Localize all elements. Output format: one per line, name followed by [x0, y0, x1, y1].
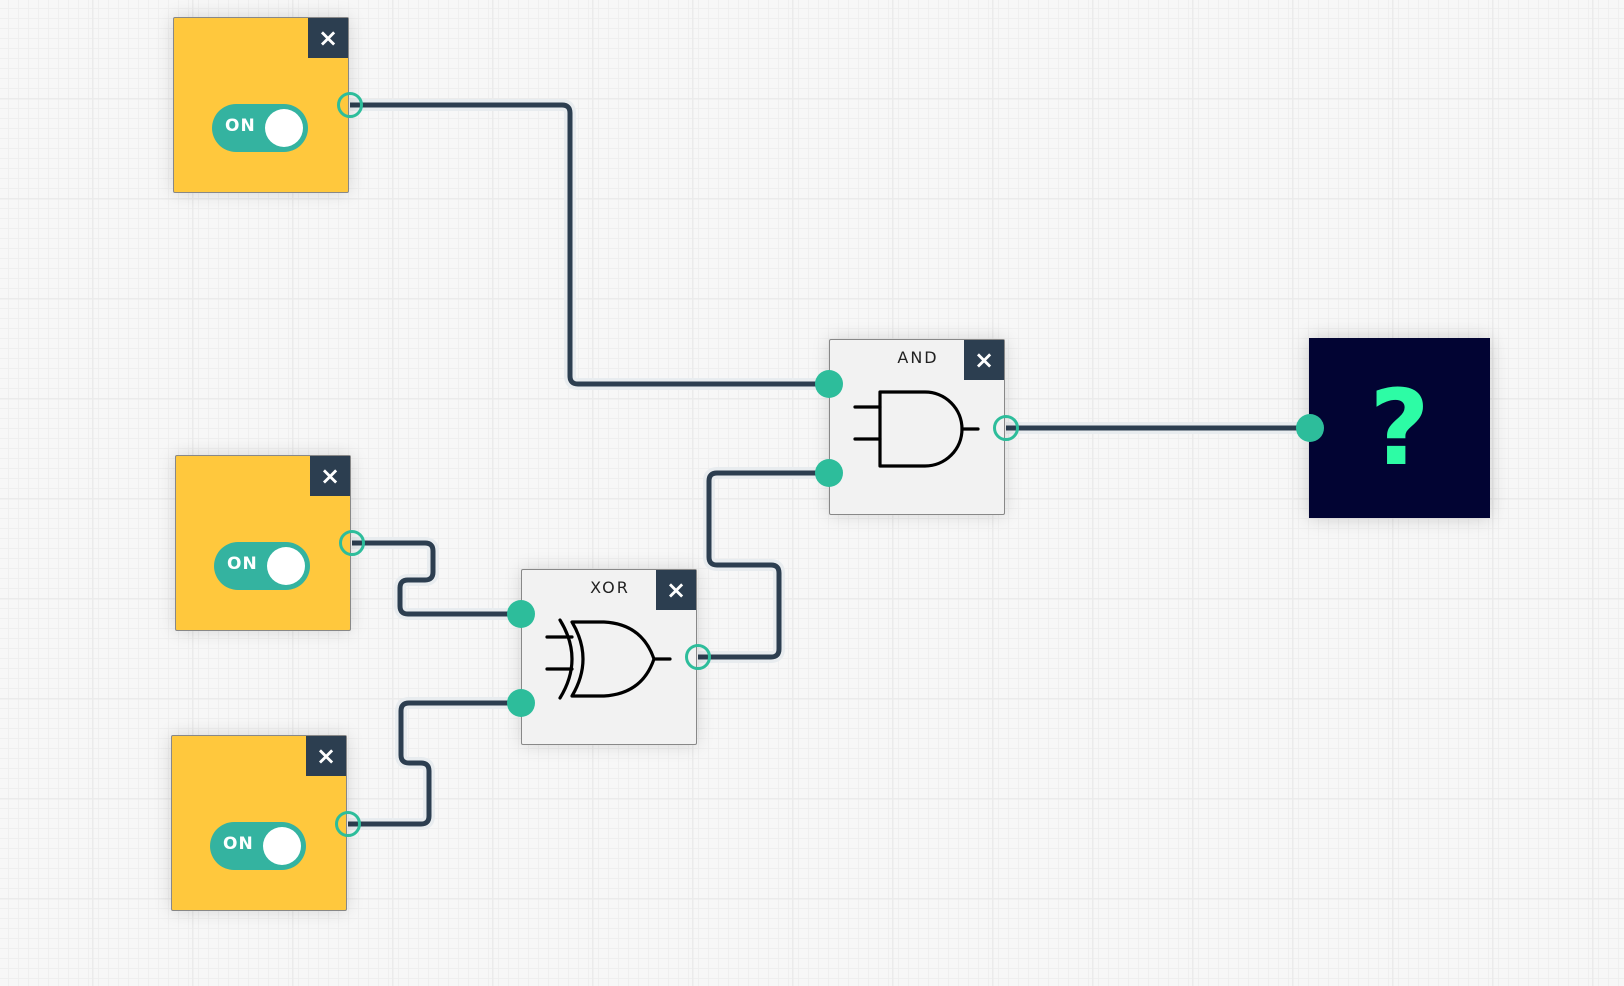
toggle-node-1[interactable]: × ON: [173, 17, 349, 193]
toggle-2-output-port[interactable]: [339, 530, 365, 556]
toggle-3-output-port[interactable]: [335, 811, 361, 837]
close-icon: ×: [973, 346, 995, 374]
and-input-port-2[interactable]: [815, 459, 843, 487]
and-gate-icon: [853, 390, 980, 468]
and-output-port[interactable]: [993, 415, 1019, 441]
switch-knob: [265, 109, 303, 147]
xor-input-port-1[interactable]: [507, 600, 535, 628]
close-icon: ×: [315, 742, 337, 770]
toggle-1-output-port[interactable]: [337, 92, 363, 118]
toggle-switch[interactable]: ON: [210, 822, 306, 870]
output-display-node[interactable]: ?: [1309, 338, 1490, 518]
close-icon: ×: [319, 462, 341, 490]
xor-output-port[interactable]: [685, 644, 711, 670]
switch-knob: [267, 547, 305, 585]
and-input-port-1[interactable]: [815, 370, 843, 398]
close-icon: ×: [317, 24, 339, 52]
and-gate-node[interactable]: AND ×: [829, 339, 1005, 515]
gate-title: AND: [897, 348, 939, 367]
output-input-port[interactable]: [1296, 414, 1324, 442]
toggle-node-3[interactable]: × ON: [171, 735, 347, 911]
toggle-node-2[interactable]: × ON: [175, 455, 351, 631]
xor-input-port-2[interactable]: [507, 689, 535, 717]
switch-state-label: ON: [223, 834, 254, 854]
gate-title: XOR: [590, 578, 630, 597]
wire-toggle1-and[interactable]: [350, 99, 829, 390]
wire-xor-and[interactable]: [698, 467, 829, 663]
close-button[interactable]: ×: [310, 456, 350, 496]
close-button[interactable]: ×: [656, 570, 696, 610]
wire-toggle3-xor[interactable]: [348, 697, 521, 830]
switch-state-label: ON: [225, 116, 256, 136]
close-button[interactable]: ×: [306, 736, 346, 776]
toggle-switch[interactable]: ON: [214, 542, 310, 590]
close-icon: ×: [665, 576, 687, 604]
switch-state-label: ON: [227, 554, 258, 574]
xor-gate-node[interactable]: XOR ×: [521, 569, 697, 745]
xor-gate-icon: [545, 618, 672, 700]
output-value: ?: [1369, 367, 1430, 489]
wire-toggle2-xor[interactable]: [352, 537, 521, 620]
switch-knob: [263, 827, 301, 865]
close-button[interactable]: ×: [964, 340, 1004, 380]
toggle-switch[interactable]: ON: [212, 104, 308, 152]
close-button[interactable]: ×: [308, 18, 348, 58]
